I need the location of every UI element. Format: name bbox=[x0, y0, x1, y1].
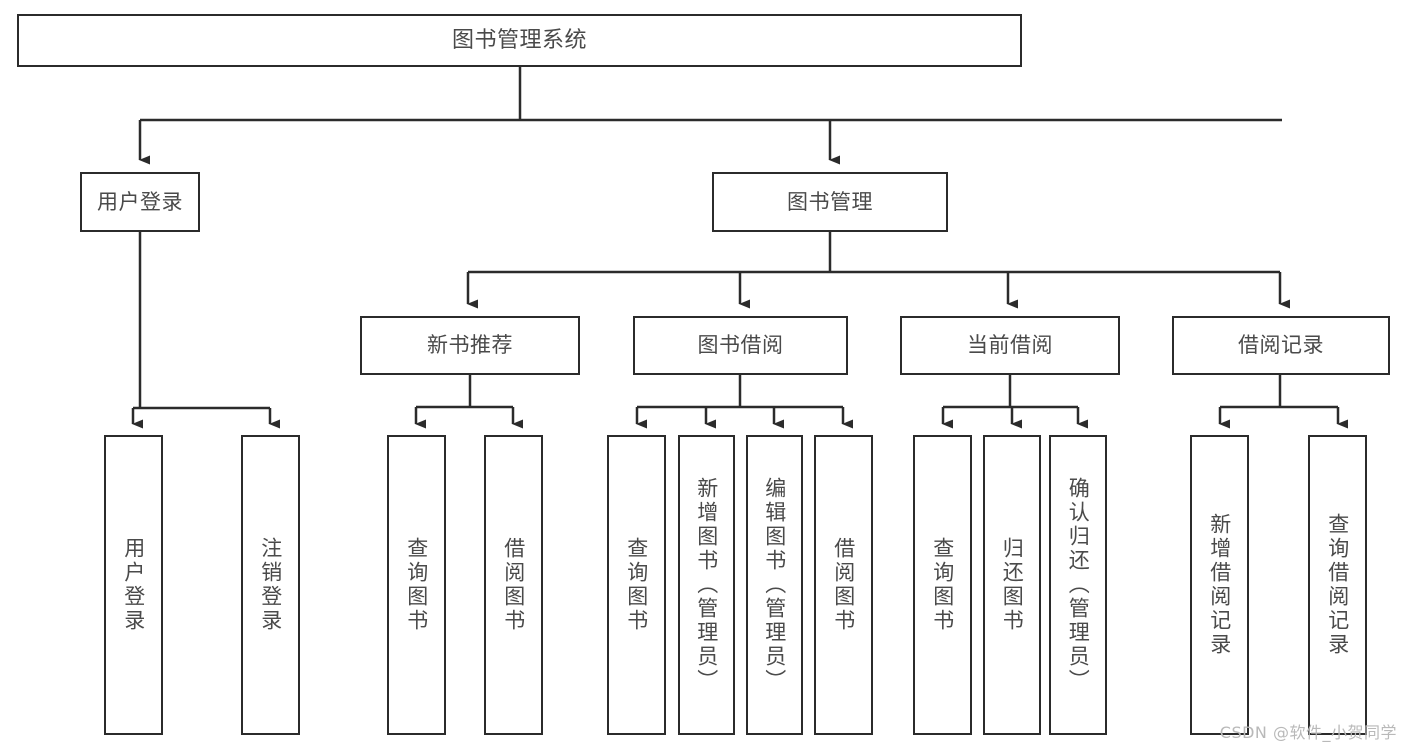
node-label: 用户登录 bbox=[121, 537, 146, 633]
leaf-current-borrow-return-book[interactable]: 归还图书 bbox=[983, 435, 1041, 735]
node-label: 注销登录 bbox=[258, 537, 283, 633]
node-label: 当前借阅 bbox=[967, 333, 1053, 358]
leaf-book-borrow-add-book-admin[interactable]: 新增图书（管理员） bbox=[678, 435, 735, 735]
leaf-user-login-logout[interactable]: 注销登录 bbox=[241, 435, 300, 735]
leaf-user-login-login[interactable]: 用户登录 bbox=[104, 435, 163, 735]
leaf-current-borrow-confirm-return-admin[interactable]: 确认归还（管理员） bbox=[1049, 435, 1107, 735]
node-label: 查询图书 bbox=[404, 537, 429, 633]
node-book-management[interactable]: 图书管理 bbox=[712, 172, 948, 232]
node-root-system[interactable]: 图书管理系统 bbox=[17, 14, 1022, 67]
node-label: 编辑图书（管理员） bbox=[762, 477, 787, 693]
node-current-borrow[interactable]: 当前借阅 bbox=[900, 316, 1120, 375]
leaf-book-borrow-borrow-book[interactable]: 借阅图书 bbox=[814, 435, 873, 735]
node-label: 借阅记录 bbox=[1238, 333, 1324, 358]
leaf-new-book-query-book[interactable]: 查询图书 bbox=[387, 435, 446, 735]
leaf-borrow-record-query-record[interactable]: 查询借阅记录 bbox=[1308, 435, 1367, 735]
node-label: 查询借阅记录 bbox=[1325, 513, 1350, 657]
node-label: 确认归还（管理员） bbox=[1066, 477, 1091, 693]
node-label: 查询图书 bbox=[624, 537, 649, 633]
csdn-watermark: CSDN @软件_小贺同学 bbox=[1219, 723, 1397, 742]
node-book-borrow[interactable]: 图书借阅 bbox=[633, 316, 848, 375]
node-user-login[interactable]: 用户登录 bbox=[80, 172, 200, 232]
node-new-book-recommend[interactable]: 新书推荐 bbox=[360, 316, 580, 375]
node-label: 图书借阅 bbox=[697, 333, 784, 358]
node-label: 图书管理系统 bbox=[451, 27, 587, 53]
node-label: 用户登录 bbox=[97, 189, 183, 214]
leaf-current-borrow-query-book[interactable]: 查询图书 bbox=[913, 435, 972, 735]
leaf-borrow-record-add-record[interactable]: 新增借阅记录 bbox=[1190, 435, 1249, 735]
leaf-book-borrow-edit-book-admin[interactable]: 编辑图书（管理员） bbox=[746, 435, 803, 735]
node-label: 归还图书 bbox=[1000, 537, 1025, 633]
node-label: 图书管理 bbox=[787, 189, 873, 214]
node-label: 借阅图书 bbox=[831, 537, 856, 633]
leaf-book-borrow-query-book[interactable]: 查询图书 bbox=[607, 435, 666, 735]
node-label: 新增图书（管理员） bbox=[694, 477, 719, 693]
leaf-new-book-borrow-book[interactable]: 借阅图书 bbox=[484, 435, 543, 735]
node-label: 新增借阅记录 bbox=[1207, 513, 1232, 657]
node-label: 新书推荐 bbox=[427, 333, 513, 358]
node-label: 借阅图书 bbox=[501, 537, 526, 633]
node-borrow-record[interactable]: 借阅记录 bbox=[1172, 316, 1390, 375]
node-label: 查询图书 bbox=[930, 537, 955, 633]
